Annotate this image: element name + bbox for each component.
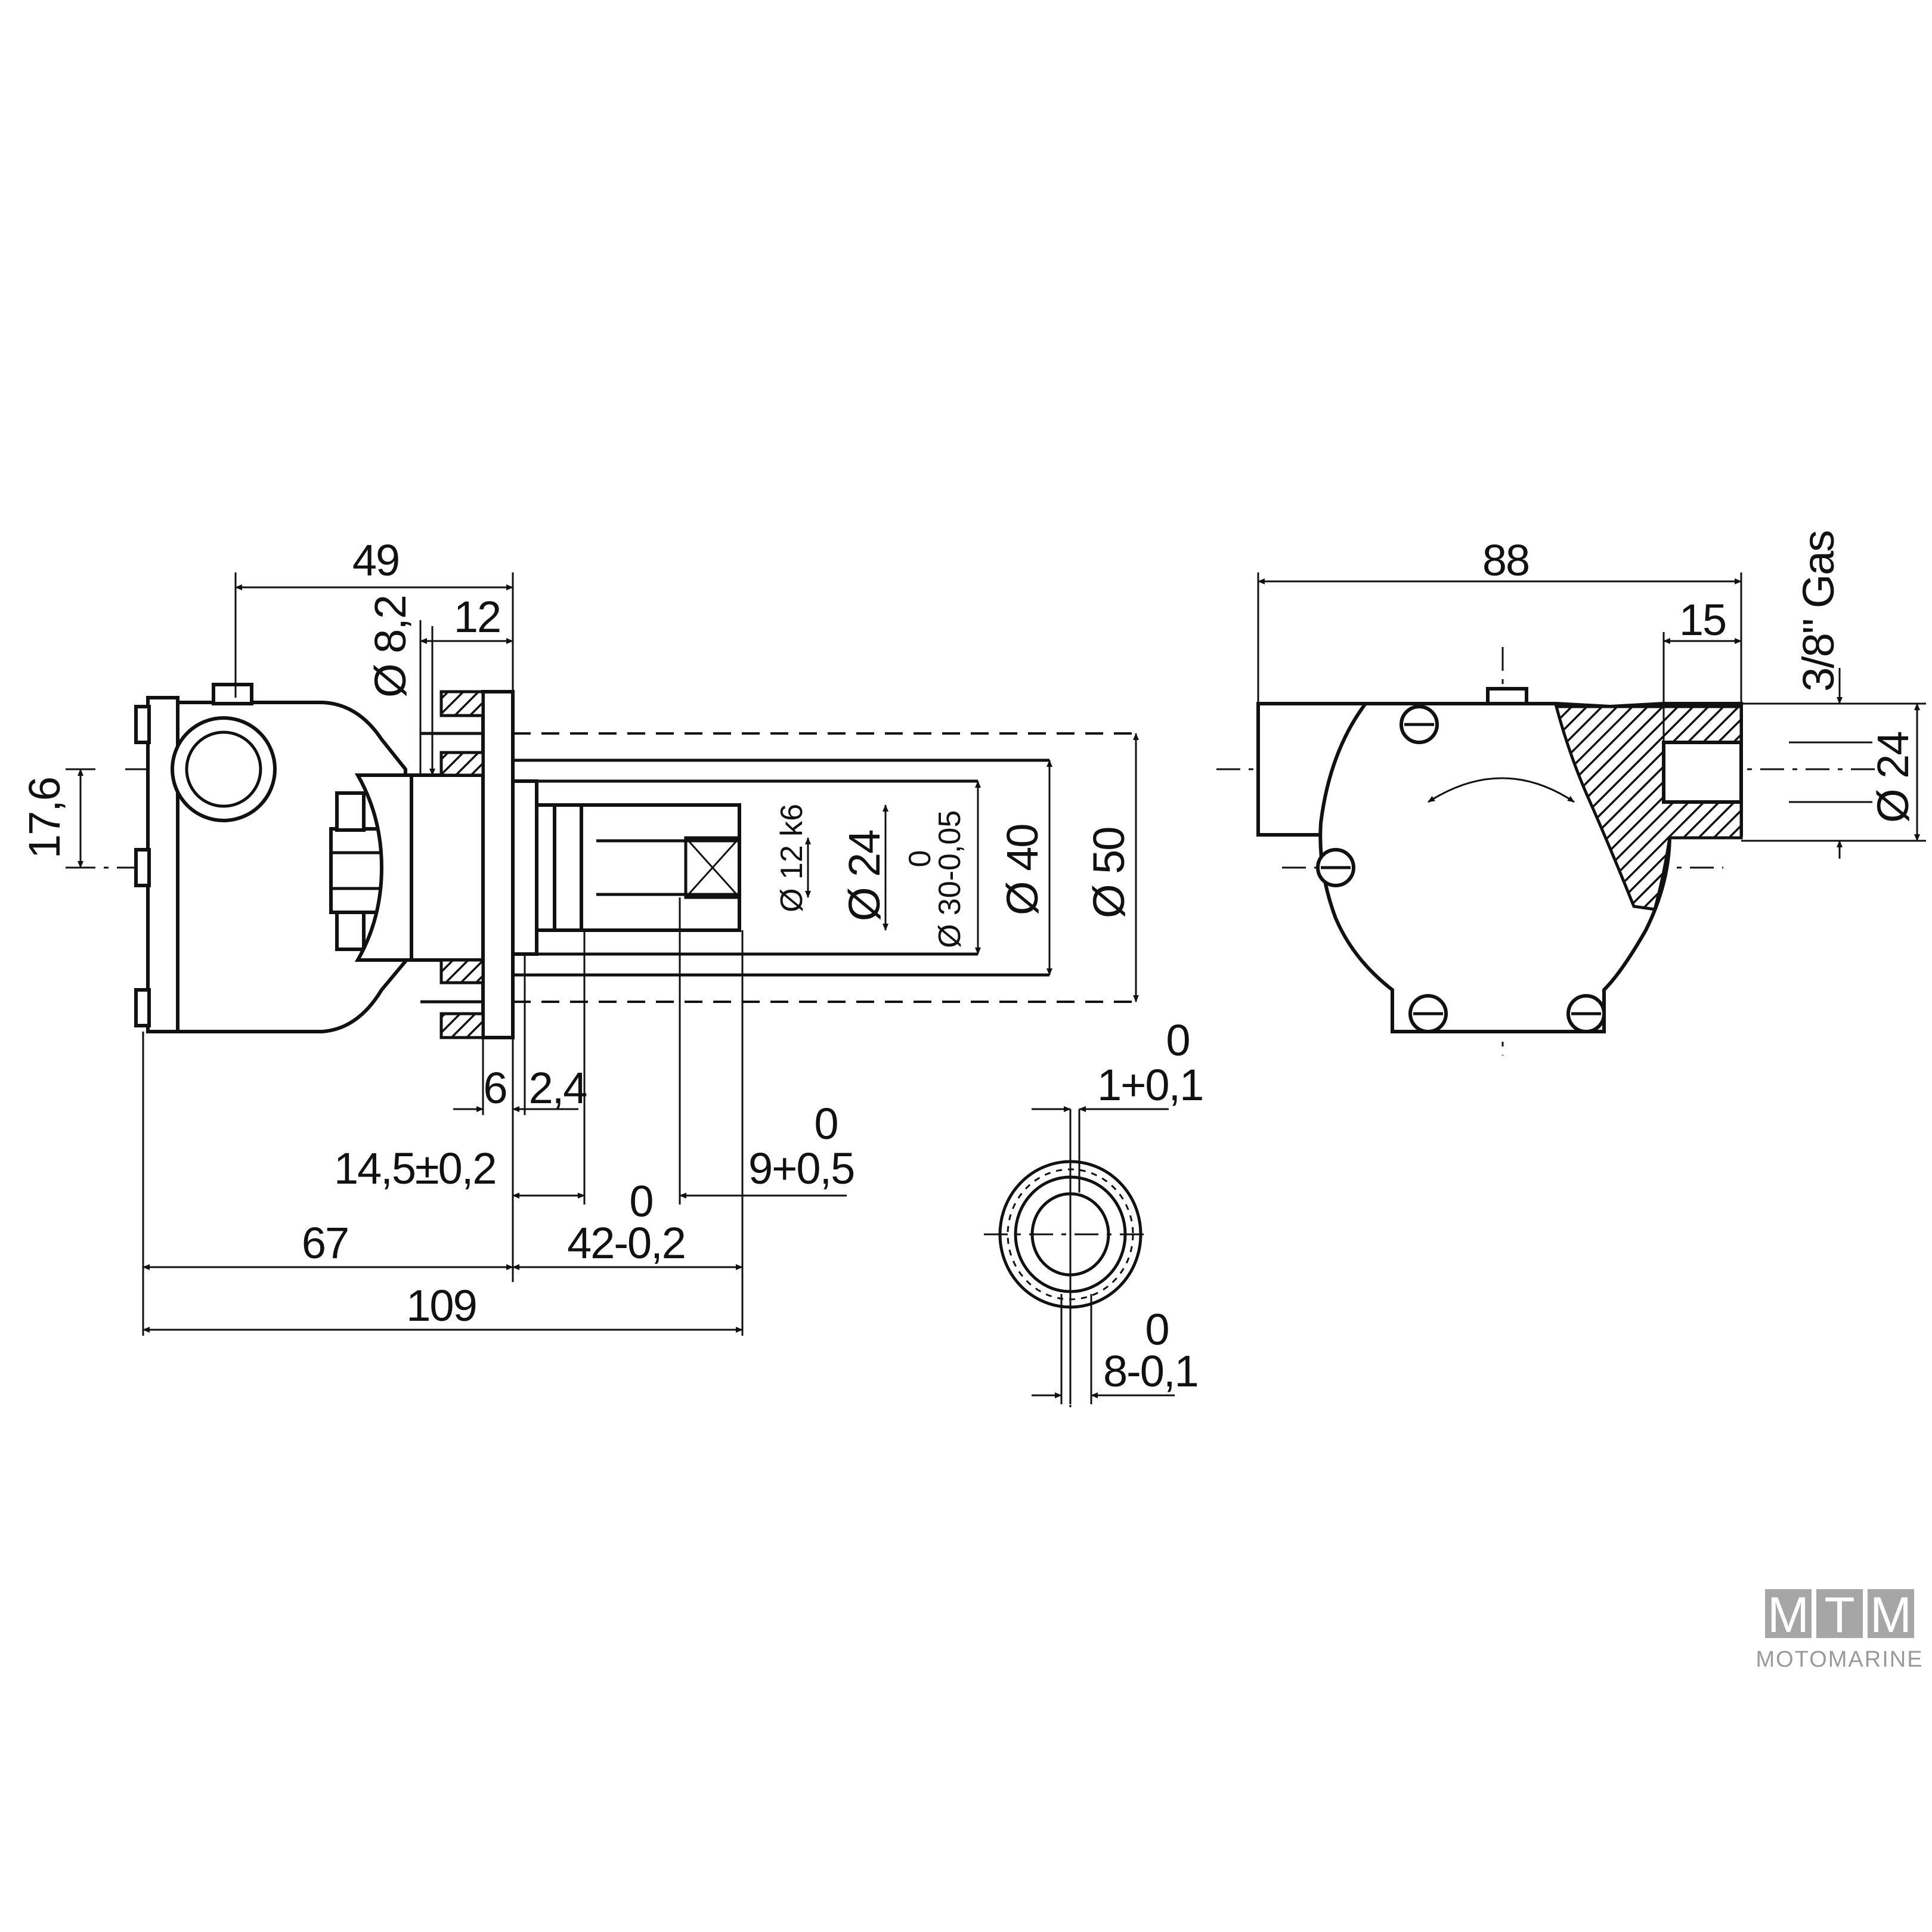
dim-1-upper: 0 — [1166, 1015, 1189, 1065]
screw-bottom-left — [1408, 994, 1448, 1033]
dim-14-5: 14,5±0,2 — [334, 1144, 496, 1193]
front-view: 88 15 3/8" Gas Ø 24 — [1216, 531, 1926, 1055]
dim-17-6: 17,6 — [20, 778, 69, 859]
dim-d30-upper: 0 — [903, 850, 937, 868]
dim-1: 1+0,1 — [1097, 1060, 1203, 1110]
dim-49: 49 — [352, 535, 399, 585]
dim-67: 67 — [302, 1218, 348, 1268]
seal-view: 0 1+0,1 0 8-0,1 — [984, 1015, 1204, 1407]
dim-109: 109 — [406, 1281, 476, 1330]
screw-bottom-right — [1566, 994, 1606, 1033]
logo-letter-1: M — [1767, 1587, 1809, 1643]
dim-d24-front: Ø 24 — [1868, 732, 1918, 823]
logo-tile-1 — [1765, 1589, 1812, 1638]
dim-8-upper: 0 — [1145, 1305, 1168, 1354]
dim-d30: Ø 30-0,05 — [933, 810, 967, 948]
screw-top-left — [1400, 705, 1439, 744]
logo-tile-2 — [1816, 1589, 1863, 1638]
logo-letter-3: M — [1870, 1587, 1912, 1643]
screw-mid-left — [1316, 848, 1355, 887]
dim-12: 12 — [454, 592, 500, 642]
logo-tile-3 — [1868, 1589, 1914, 1638]
dim-9-upper: 0 — [814, 1099, 837, 1148]
dim-thread: 3/8" Gas — [1794, 531, 1843, 692]
dim-d24: Ø 24 — [840, 831, 889, 921]
dim-9: 9+0,5 — [748, 1144, 854, 1193]
logo-letter-2: T — [1824, 1587, 1854, 1643]
dim-8: 8-0,1 — [1103, 1346, 1198, 1396]
dim-42-upper: 0 — [629, 1176, 652, 1226]
dim-2-4: 2,4 — [529, 1063, 587, 1113]
dim-d12k6: Ø 12 k6 — [775, 804, 809, 912]
dim-42: 42-0,2 — [567, 1218, 685, 1268]
dim-88: 88 — [1482, 535, 1529, 585]
dim-d8-2: Ø 8,2 — [366, 596, 415, 698]
dim-15: 15 — [1679, 595, 1726, 645]
side-view: 49 12 Ø 8,2 17,6 Ø 12 k6 Ø 24 0 Ø 30-0,0… — [20, 535, 1139, 1336]
dim-d40: Ø 40 — [998, 825, 1047, 915]
dim-6: 6 — [483, 1063, 506, 1113]
motomarine-logo: M T M MOTOMARINE — [1755, 1587, 1923, 1672]
logo-subtitle: MOTOMARINE — [1755, 1647, 1923, 1672]
dim-d50: Ø 50 — [1084, 828, 1134, 918]
